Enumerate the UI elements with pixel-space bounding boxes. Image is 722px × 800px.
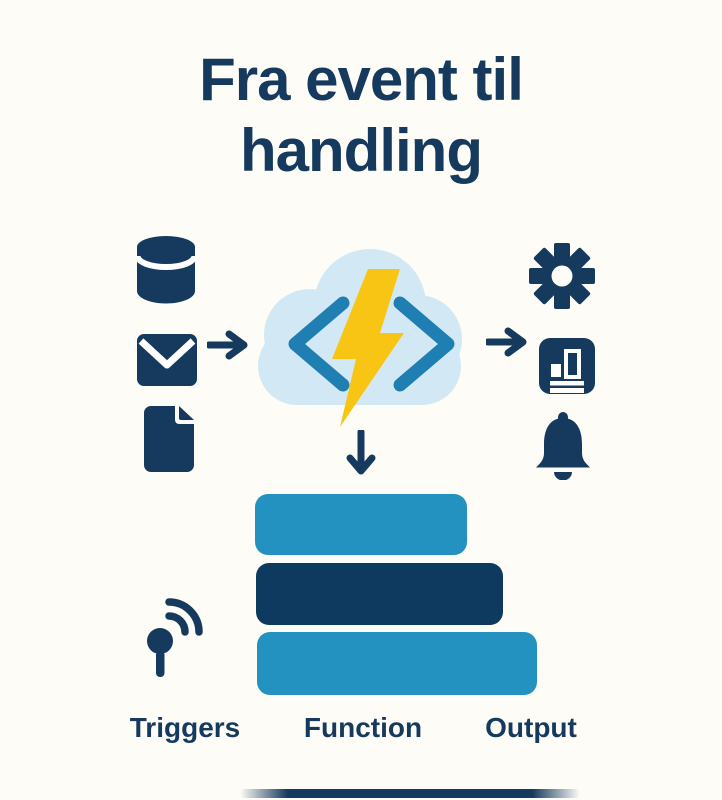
label-triggers: Triggers (129, 712, 241, 743)
arrow-right-icon (486, 327, 527, 357)
footer-divider-bar (240, 789, 580, 798)
stack-bar-middle (256, 563, 503, 625)
label-function: Function (303, 712, 423, 743)
database-icon (135, 236, 197, 304)
stack-bar-bottom (257, 632, 537, 695)
title-line-2: handling (240, 117, 483, 184)
bar-chart-icon (539, 338, 595, 394)
document-icon (144, 406, 194, 472)
code-brackets-icon (288, 296, 455, 392)
signal-icon (147, 598, 203, 677)
title-line-1: Fra event til (199, 46, 524, 113)
stack-bar-top (255, 494, 467, 555)
cloud-function-icon (258, 249, 462, 427)
arrow-right-icon (207, 330, 248, 360)
label-output: Output (485, 712, 577, 743)
gear-icon (529, 243, 595, 309)
arrow-down-icon (346, 430, 376, 475)
bell-icon (536, 412, 590, 480)
lightning-bolt-icon (332, 269, 404, 427)
envelope-icon (137, 334, 197, 386)
